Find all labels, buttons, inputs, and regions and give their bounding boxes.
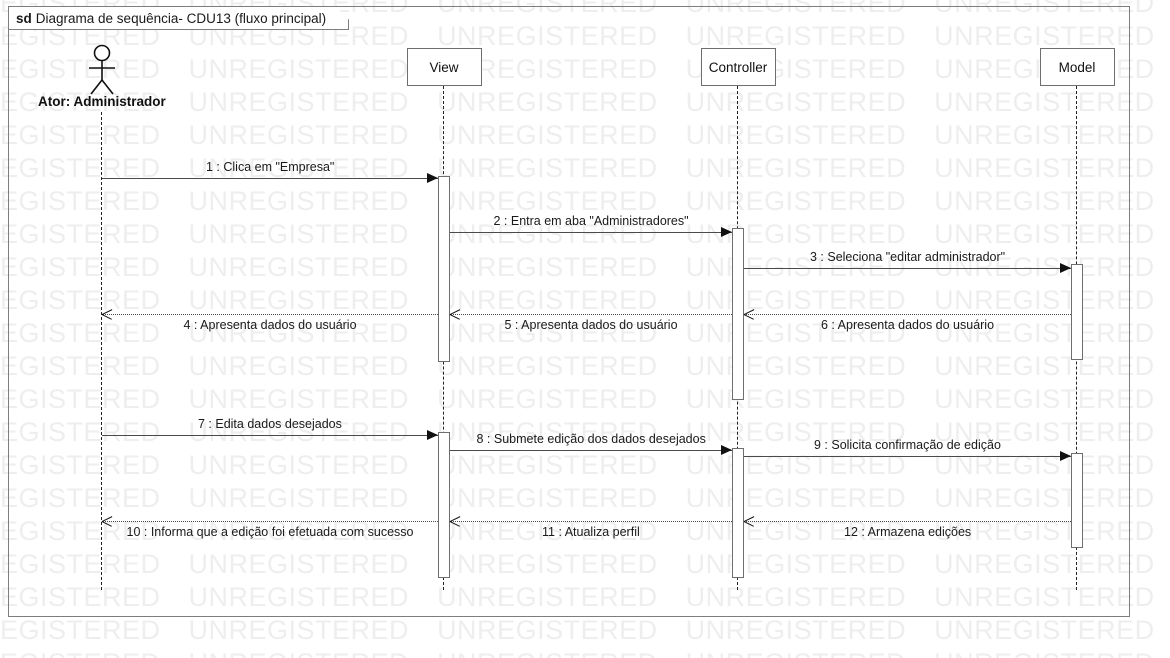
message-line-8 [450,450,732,451]
message-line-4 [102,314,438,315]
message-line-7 [102,435,438,436]
message-line-2 [450,232,732,233]
frame-keyword: sd [16,11,32,26]
message-arrowhead-4 [102,309,112,319]
participant-model[interactable]: Model [1039,48,1115,86]
activation-bar-view [438,176,450,362]
message-label-1: 1 : Clica em "Empresa" [206,160,335,174]
participant-view[interactable]: View [406,48,482,86]
message-line-9 [744,456,1071,457]
message-arrowhead-8 [721,445,732,455]
lifeline-actor [101,112,103,590]
message-arrowhead-3 [1060,263,1071,273]
message-arrowhead-12 [744,516,754,526]
message-label-2: 2 : Entra em aba "Administradores" [493,214,689,228]
message-label-5: 5 : Apresenta dados do usuário [504,318,678,332]
message-label-6: 6 : Apresenta dados do usuário [821,318,995,332]
message-label-7: 7 : Edita dados desejados [198,417,342,431]
watermark-row: UNREGISTEREDUNREGISTEREDUNREGISTEREDUNRE… [0,648,1170,658]
message-label-3: 3 : Seleciona "editar administrador" [810,250,1006,264]
message-line-5 [450,314,732,315]
frame-title: Diagrama de sequência- CDU13 (fluxo prin… [35,11,327,26]
message-arrowhead-11 [450,516,460,526]
activation-bar-controller [732,448,744,578]
message-line-10 [102,521,438,522]
message-label-9: 9 : Solicita confirmação de edição [814,438,1001,452]
message-line-11 [450,521,732,522]
message-label-12: 12 : Armazena edições [844,525,972,539]
message-label-8: 8 : Submete edição dos dados desejados [476,432,706,446]
message-label-10: 10 : Informa que a edição foi efetuada c… [126,525,414,539]
message-line-12 [744,521,1071,522]
activation-bar-model [1071,453,1083,548]
watermark-row: UNREGISTEREDUNREGISTEREDUNREGISTEREDUNRE… [0,615,1155,645]
activation-bar-view [438,432,450,578]
activation-bar-model [1071,264,1083,360]
message-line-6 [744,314,1071,315]
actor-icon [82,44,122,101]
message-arrowhead-2 [721,227,732,237]
activation-bar-controller [732,228,744,400]
message-label-11: 11 : Atualiza perfil [542,525,640,539]
message-arrowhead-1 [427,173,438,183]
message-arrowhead-6 [744,309,754,319]
message-arrowhead-5 [450,309,460,319]
actor-label: Ator: Administrador [38,94,166,109]
message-arrowhead-7 [427,430,438,440]
message-arrowhead-9 [1060,451,1071,461]
message-arrowhead-10 [102,516,112,526]
diagram-frame [8,6,1130,617]
message-line-3 [744,268,1071,269]
participant-controller[interactable]: Controller [700,48,776,86]
message-line-1 [102,178,438,179]
message-label-4: 4 : Apresenta dados do usuário [183,318,357,332]
